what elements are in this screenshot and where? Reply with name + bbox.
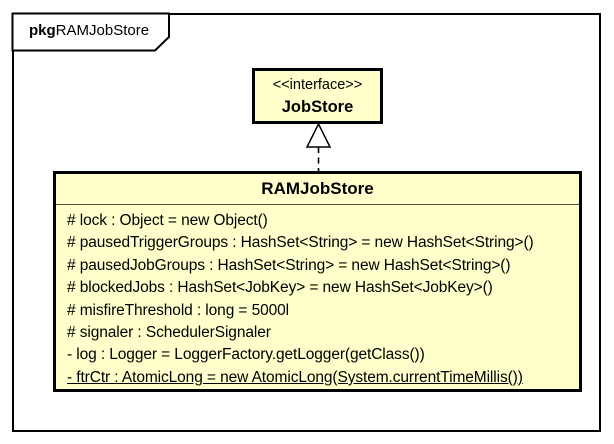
- attribute-log: - log : Logger = LoggerFactory.getLogger…: [67, 346, 425, 364]
- interface-stereotype: <<interface>>: [272, 77, 363, 93]
- interface-jobstore: <<interface>> JobStore: [252, 68, 383, 124]
- package-tab-label: pkgRAMJobStore: [29, 20, 149, 42]
- realization-arrow: [305, 122, 332, 172]
- attribute-blocked-jobs: # blockedJobs : HashSet<JobKey> = new Ha…: [67, 279, 493, 297]
- attribute-signaler: # signaler : SchedulerSignaler: [67, 324, 271, 342]
- class-ramjobstore: RAMJobStore # lock : Object = new Object…: [53, 171, 582, 392]
- attribute-lock: # lock : Object = new Object(): [67, 212, 268, 229]
- attribute-paused-trigger-groups: # pausedTriggerGroups : HashSet<String> …: [67, 234, 534, 252]
- attribute-ftr-ctr: - ftrCtr : AtomicLong = new AtomicLong(S…: [67, 368, 523, 386]
- package-name: RAMJobStore: [55, 22, 150, 39]
- class-name: RAMJobStore: [56, 174, 579, 205]
- attribute-paused-job-groups: # pausedJobGroups : HashSet<String> = ne…: [67, 256, 511, 274]
- hollow-triangle-arrowhead: [305, 122, 332, 148]
- class-attributes-compartment: # lock : Object = new Object() # pausedT…: [56, 205, 579, 389]
- attribute-misfire-threshold: # misfireThreshold : long = 5000l: [67, 301, 290, 319]
- interface-name: JobStore: [281, 98, 354, 116]
- package-keyword: pkg: [29, 22, 56, 39]
- package-tab-shape: [11, 12, 170, 52]
